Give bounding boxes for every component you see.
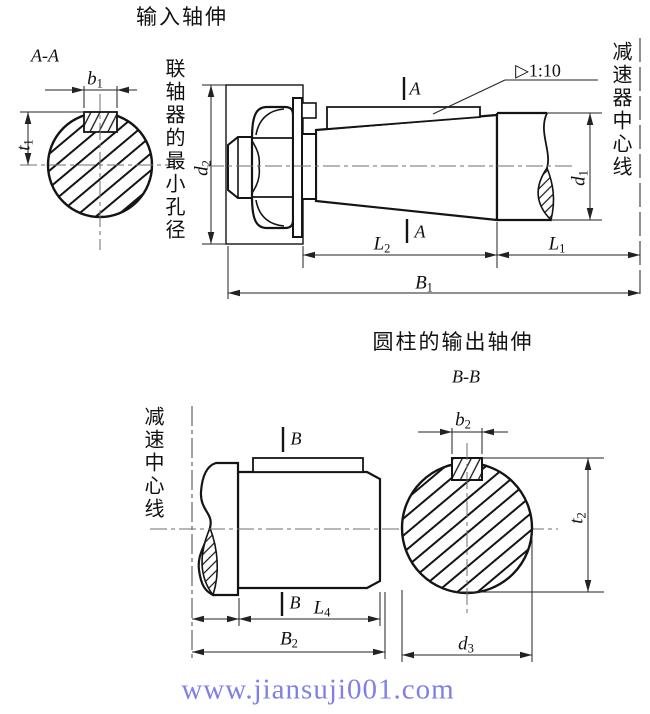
dim-b1-lines <box>45 86 137 108</box>
centerlines-aa <box>20 94 170 250</box>
dim-B1-label: B1 <box>415 272 433 295</box>
dim-d2-lines <box>202 84 226 245</box>
output-shaft-view <box>150 406 558 659</box>
key-end <box>301 102 317 119</box>
dim-d1-lines <box>547 112 602 221</box>
reducer-centerline-label: 减速器中心线 <box>609 41 631 179</box>
section-aa-title: A-A <box>31 45 59 66</box>
watermark-url: www.jiansuji001.com <box>181 673 455 706</box>
section-mark-b-top: B <box>290 428 302 449</box>
section-a-ticks <box>402 77 409 243</box>
shaft-cylinder-d1 <box>495 111 555 222</box>
break-lens-output <box>201 525 219 597</box>
section-b-ticks <box>280 427 285 616</box>
dim-t2-label: t2 <box>566 512 589 524</box>
dim-b2-lines <box>418 428 508 454</box>
key-on-taper <box>326 106 481 130</box>
input-shaft-title: 输入轴伸 <box>136 5 228 29</box>
coupling-min-bore-label: 联轴器的最小孔径 <box>162 58 184 242</box>
dim-L2-L1-B1-lines <box>227 222 640 299</box>
input-shaft-view <box>202 38 641 299</box>
section-mark-a-bottom: A <box>414 221 426 242</box>
dim-d3-lines <box>401 530 533 662</box>
dim-t2-lines <box>455 457 604 593</box>
section-mark-b-bottom: B <box>289 592 301 613</box>
taper-ratio-label: ▷1:10 <box>515 60 561 81</box>
section-mark-a-top: A <box>409 78 421 99</box>
dim-L4-label: L4 <box>313 597 331 620</box>
taper-leader <box>432 79 598 115</box>
dim-b2-label: b2 <box>455 409 471 432</box>
dim-L1-label: L1 <box>548 233 566 256</box>
dim-t1-label: t1 <box>13 139 36 151</box>
taper-shaft-body <box>314 113 499 222</box>
key-on-shaft <box>252 457 364 473</box>
break-line <box>543 112 549 169</box>
output-shaft-title: 圆柱的输出轴伸 <box>372 330 534 354</box>
dim-B2-label: B2 <box>280 628 298 651</box>
dim-L2-label: L2 <box>373 233 391 256</box>
dim-L4-B2-lines <box>192 592 386 659</box>
dim-b1-label: b1 <box>87 68 103 91</box>
dim-d2-label: d2 <box>191 160 214 176</box>
washer-plate <box>292 97 303 238</box>
section-bb-title: B-B <box>452 366 480 387</box>
dim-d1-label: d1 <box>568 170 591 186</box>
reduction-centerline-label: 减速中心线 <box>141 406 163 521</box>
section-aa-view <box>20 86 170 250</box>
threaded-tip <box>227 136 253 199</box>
dim-d3-label: d3 <box>458 633 474 656</box>
output-shaft-body <box>236 470 382 590</box>
hex-nut <box>250 105 295 230</box>
dim-t1-lines <box>20 111 84 165</box>
section-bb-view <box>400 428 604 662</box>
